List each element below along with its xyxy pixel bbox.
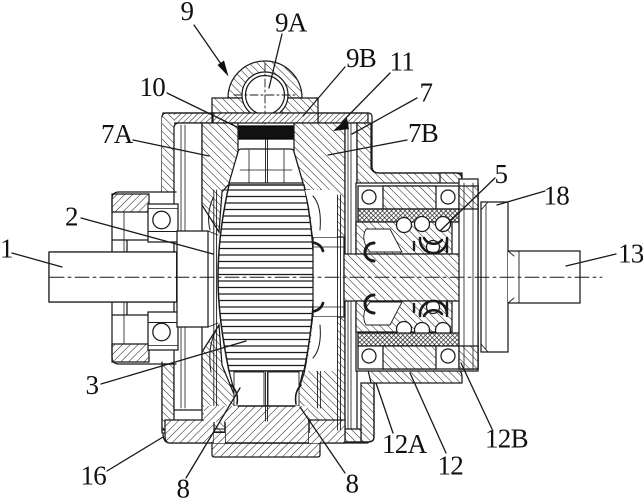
svg-text:10: 10 bbox=[140, 72, 166, 102]
svg-text:3: 3 bbox=[86, 370, 99, 400]
svg-text:7: 7 bbox=[420, 78, 433, 108]
svg-text:12: 12 bbox=[438, 451, 464, 481]
svg-text:5: 5 bbox=[495, 159, 508, 189]
svg-text:8: 8 bbox=[346, 469, 359, 499]
svg-text:12B: 12B bbox=[485, 424, 528, 454]
svg-text:1: 1 bbox=[0, 234, 13, 264]
svg-text:12A: 12A bbox=[382, 429, 428, 459]
svg-text:9A: 9A bbox=[275, 8, 308, 38]
svg-text:9B: 9B bbox=[346, 43, 376, 73]
svg-text:9: 9 bbox=[181, 0, 194, 26]
svg-text:7B: 7B bbox=[408, 118, 438, 148]
svg-text:16: 16 bbox=[81, 461, 107, 491]
svg-text:7A: 7A bbox=[101, 119, 134, 149]
svg-text:11: 11 bbox=[390, 47, 415, 77]
svg-text:8: 8 bbox=[177, 474, 190, 500]
svg-text:13: 13 bbox=[618, 239, 643, 269]
svg-text:2: 2 bbox=[65, 202, 78, 232]
svg-text:18: 18 bbox=[544, 181, 570, 211]
